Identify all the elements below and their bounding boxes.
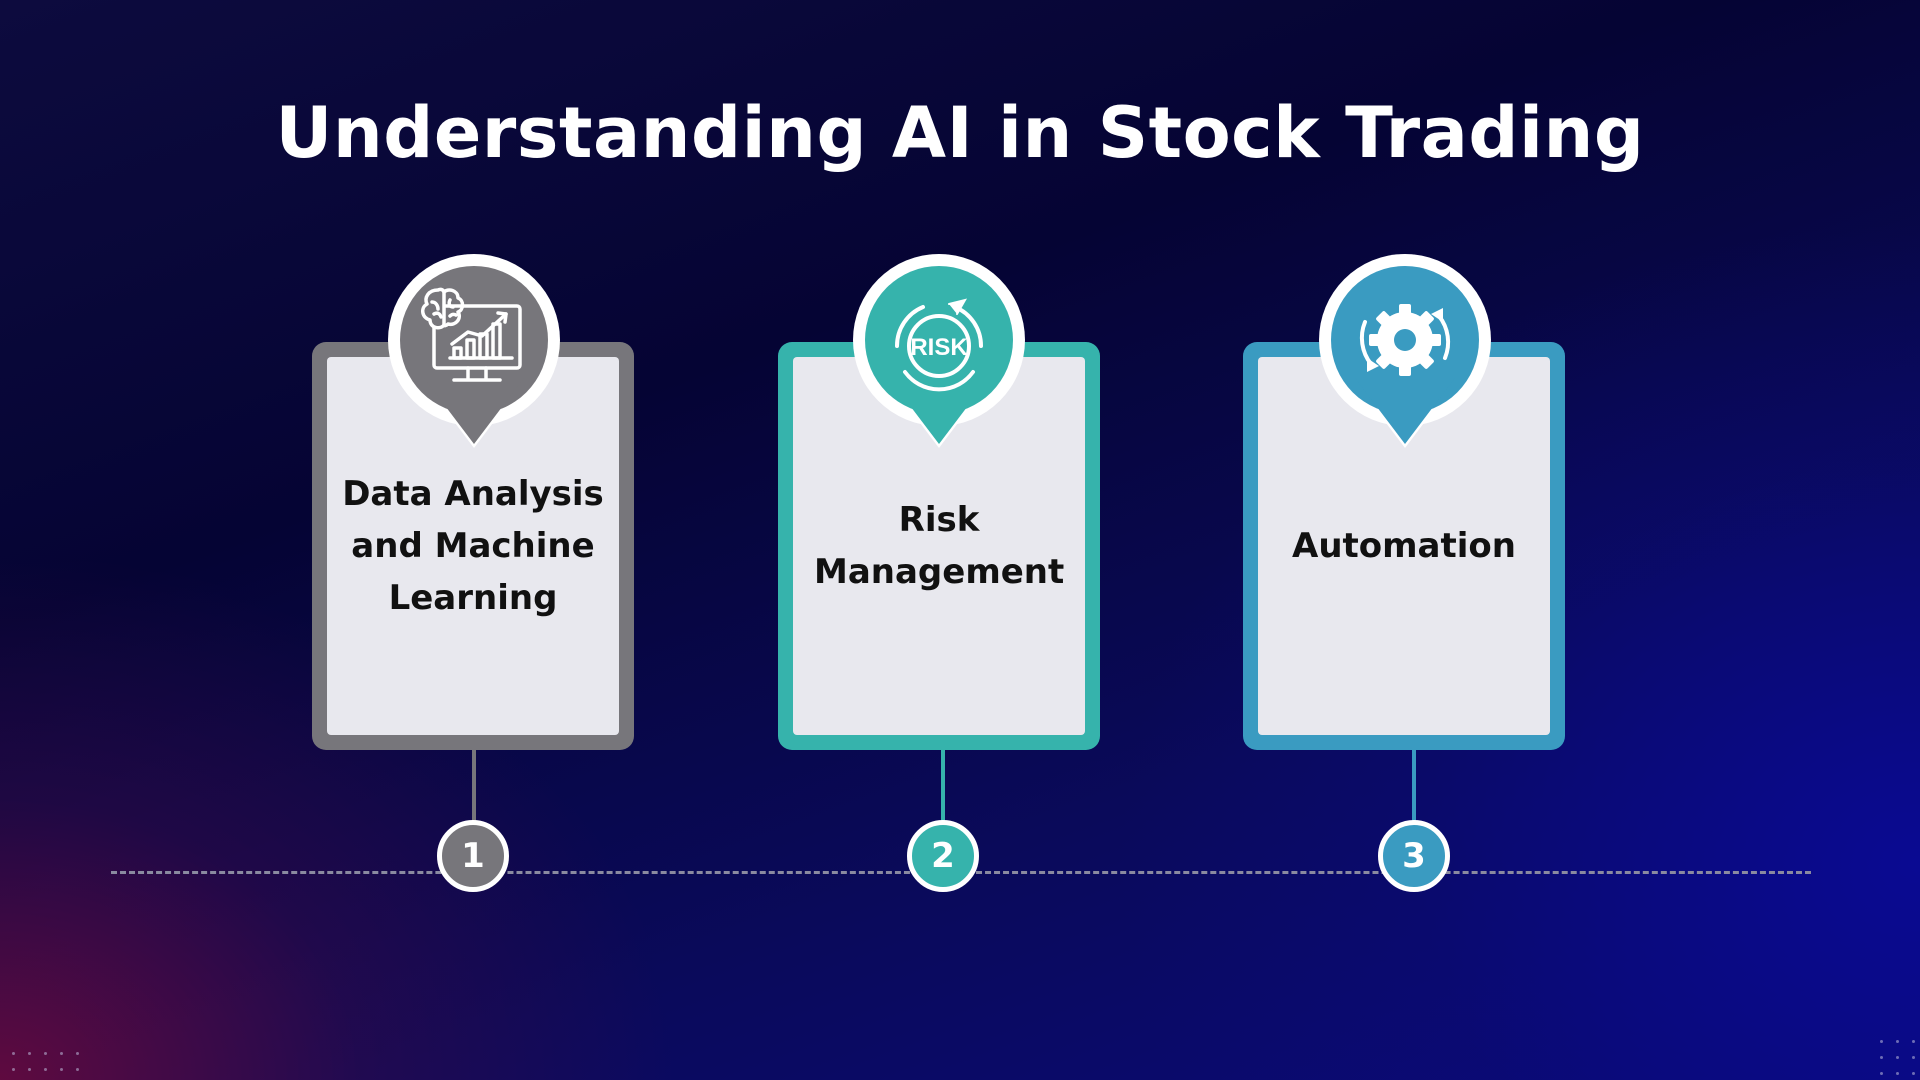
step-number: 3 xyxy=(1402,836,1426,876)
pin-marker-3 xyxy=(1319,254,1491,448)
step-number-badge-2: 2 xyxy=(907,820,979,892)
step-card-body: Risk Management xyxy=(793,357,1085,735)
page-title: Understanding AI in Stock Trading xyxy=(275,92,1645,174)
step-number: 2 xyxy=(931,836,955,876)
step-label: Data Analysis and Machine Learning xyxy=(342,474,604,618)
pin-marker-2: RISK xyxy=(853,254,1025,448)
decorative-dots-bottom-left xyxy=(12,1052,82,1076)
decorative-dots-bottom-right xyxy=(1880,1040,1918,1078)
pin-marker-1 xyxy=(388,254,560,448)
risk-icon-text: RISK xyxy=(910,334,968,361)
step-card-3: Automation xyxy=(1243,342,1565,750)
gear-cycle-icon xyxy=(1359,304,1451,376)
step-label: Automation xyxy=(1292,526,1516,566)
connector-2 xyxy=(941,750,945,822)
step-number-badge-3: 3 xyxy=(1378,820,1450,892)
step-number-badge-1: 1 xyxy=(437,820,509,892)
brain-chart-monitor-icon xyxy=(421,287,522,382)
connector-1 xyxy=(472,750,476,822)
step-label: Risk Management xyxy=(814,500,1065,592)
risk-gauge-icon: RISK xyxy=(894,298,984,392)
step-number: 1 xyxy=(461,836,485,876)
connector-3 xyxy=(1412,750,1416,822)
